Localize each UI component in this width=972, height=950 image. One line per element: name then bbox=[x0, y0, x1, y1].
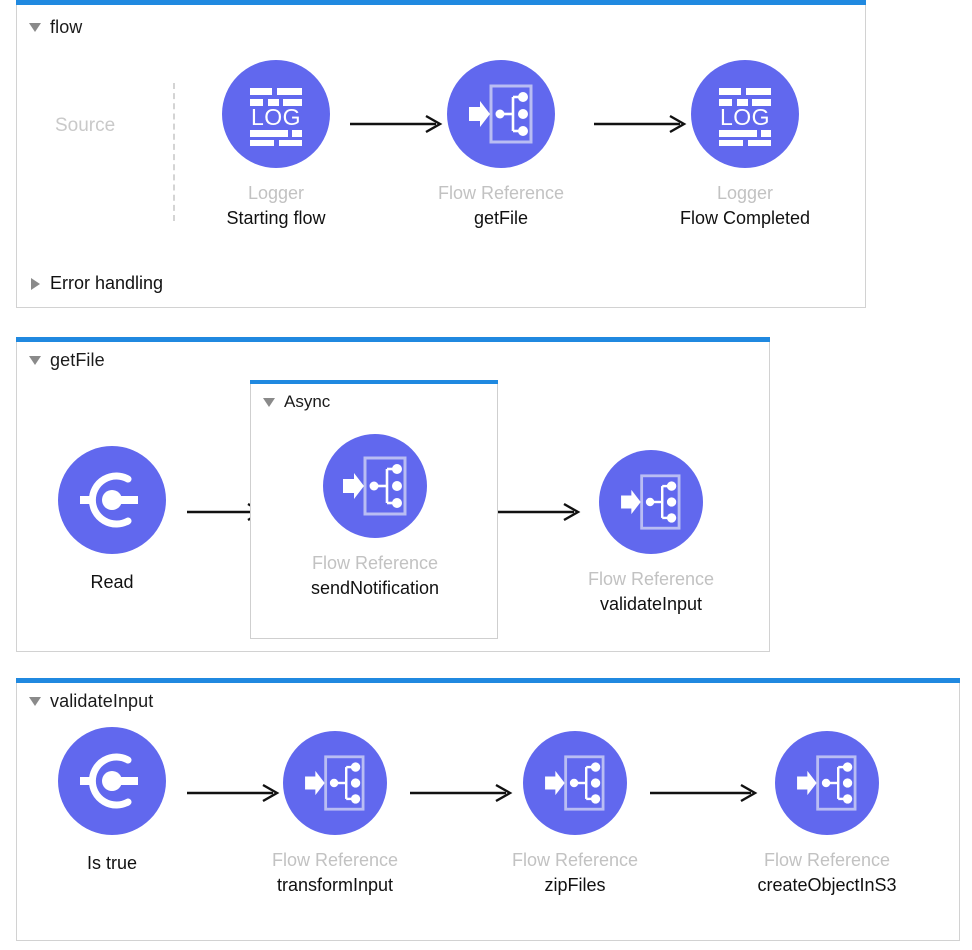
node-type-label: Flow Reference bbox=[311, 553, 439, 573]
node-name-label: sendNotification bbox=[310, 578, 440, 598]
validateinput-panel[interactable]: validateInput Is true bbox=[16, 678, 960, 941]
node-transforminput[interactable]: Flow Reference transformInput bbox=[230, 731, 440, 897]
node-name-label: Is true bbox=[86, 853, 138, 873]
node-icon-circle[interactable]: LOG bbox=[691, 60, 799, 168]
flow-reference-icon bbox=[797, 755, 857, 811]
node-type-label: Flow Reference bbox=[437, 183, 565, 203]
read-connector-icon bbox=[80, 472, 138, 528]
async-subpanel-header[interactable]: Async bbox=[263, 392, 330, 412]
panel-accent-bar bbox=[16, 337, 770, 342]
node-read[interactable]: Read bbox=[7, 446, 217, 594]
flow-panel-header[interactable]: flow bbox=[29, 17, 82, 38]
node-sendnotification[interactable]: Flow Reference sendNotification bbox=[270, 434, 480, 600]
flow-panel-title: flow bbox=[50, 17, 83, 37]
svg-text:LOG: LOG bbox=[720, 104, 770, 130]
log-icon: LOG bbox=[719, 88, 771, 146]
node-type-label: Logger bbox=[247, 183, 305, 203]
panel-accent-bar bbox=[16, 678, 960, 683]
node-icon-circle[interactable] bbox=[283, 731, 387, 835]
node-getfile[interactable]: Flow Reference getFile bbox=[396, 60, 606, 230]
node-name-label: zipFiles bbox=[544, 875, 606, 895]
flow-reference-icon bbox=[469, 84, 533, 144]
node-type-label: Flow Reference bbox=[271, 850, 399, 870]
node-type-label: Flow Reference bbox=[511, 850, 639, 870]
getfile-panel-title: getFile bbox=[50, 350, 105, 370]
async-subpanel-title: Async bbox=[284, 392, 331, 411]
connector-arrow bbox=[594, 114, 687, 134]
validateinput-panel-title: validateInput bbox=[50, 691, 154, 711]
svg-text:LOG: LOG bbox=[251, 104, 301, 130]
node-icon-circle[interactable] bbox=[58, 446, 166, 554]
source-divider bbox=[173, 83, 175, 221]
connector-arrow bbox=[498, 502, 581, 522]
node-icon-circle[interactable] bbox=[523, 731, 627, 835]
connector-arrow bbox=[187, 783, 280, 803]
node-name-label: transformInput bbox=[276, 875, 394, 895]
node-flow-completed[interactable]: LOG Logger Flow Completed bbox=[640, 60, 850, 230]
triangle-down-icon[interactable] bbox=[263, 397, 275, 407]
error-handling-section[interactable]: Error handling bbox=[31, 273, 163, 294]
flow-reference-icon bbox=[545, 755, 605, 811]
node-icon-circle[interactable] bbox=[599, 450, 703, 554]
node-name-label: createObjectInS3 bbox=[757, 875, 897, 895]
getfile-panel[interactable]: getFile Read Async bbox=[16, 337, 770, 652]
triangle-right-icon[interactable] bbox=[31, 277, 40, 290]
source-label: Source bbox=[55, 115, 116, 136]
flow-reference-icon bbox=[343, 456, 407, 516]
triangle-down-icon[interactable] bbox=[29, 356, 41, 365]
connector-arrow bbox=[650, 783, 758, 803]
node-name-label: getFile bbox=[473, 208, 529, 228]
validateinput-panel-header[interactable]: validateInput bbox=[29, 691, 153, 712]
node-zipfiles[interactable]: Flow Reference zipFiles bbox=[470, 731, 680, 897]
node-icon-circle[interactable] bbox=[58, 727, 166, 835]
node-name-label: validateInput bbox=[599, 594, 703, 614]
flow-panel[interactable]: flow Source LOG Logger bbox=[16, 0, 866, 308]
log-icon: LOG bbox=[250, 88, 302, 146]
node-is-true[interactable]: Is true bbox=[7, 727, 217, 875]
read-connector-icon bbox=[80, 753, 138, 809]
flow-reference-icon bbox=[305, 755, 365, 811]
connector-arrow bbox=[350, 114, 443, 134]
flow-reference-icon bbox=[621, 474, 681, 530]
node-icon-circle[interactable] bbox=[775, 731, 879, 835]
subpanel-accent-bar bbox=[250, 380, 498, 384]
node-starting-flow[interactable]: LOG Logger Starting flow bbox=[171, 60, 381, 230]
node-validateinput-ref[interactable]: Flow Reference validateInput bbox=[546, 450, 756, 616]
connector-arrow bbox=[410, 783, 513, 803]
node-name-label: Starting flow bbox=[226, 208, 326, 228]
panel-accent-bar bbox=[16, 0, 866, 5]
triangle-down-icon[interactable] bbox=[29, 697, 41, 706]
node-name-label: Read bbox=[90, 572, 134, 592]
node-type-label: Flow Reference bbox=[763, 850, 891, 870]
node-name-label: Flow Completed bbox=[679, 208, 811, 228]
node-icon-circle[interactable]: LOG bbox=[222, 60, 330, 168]
node-type-label: Logger bbox=[716, 183, 774, 203]
node-icon-circle[interactable] bbox=[323, 434, 427, 538]
triangle-down-icon[interactable] bbox=[29, 23, 41, 32]
error-handling-label: Error handling bbox=[50, 273, 164, 293]
node-type-label: Flow Reference bbox=[587, 569, 715, 589]
getfile-panel-header[interactable]: getFile bbox=[29, 350, 105, 371]
node-createobjectins3[interactable]: Flow Reference createObjectInS3 bbox=[722, 731, 932, 897]
async-subpanel[interactable]: Async F bbox=[250, 380, 498, 639]
node-icon-circle[interactable] bbox=[447, 60, 555, 168]
